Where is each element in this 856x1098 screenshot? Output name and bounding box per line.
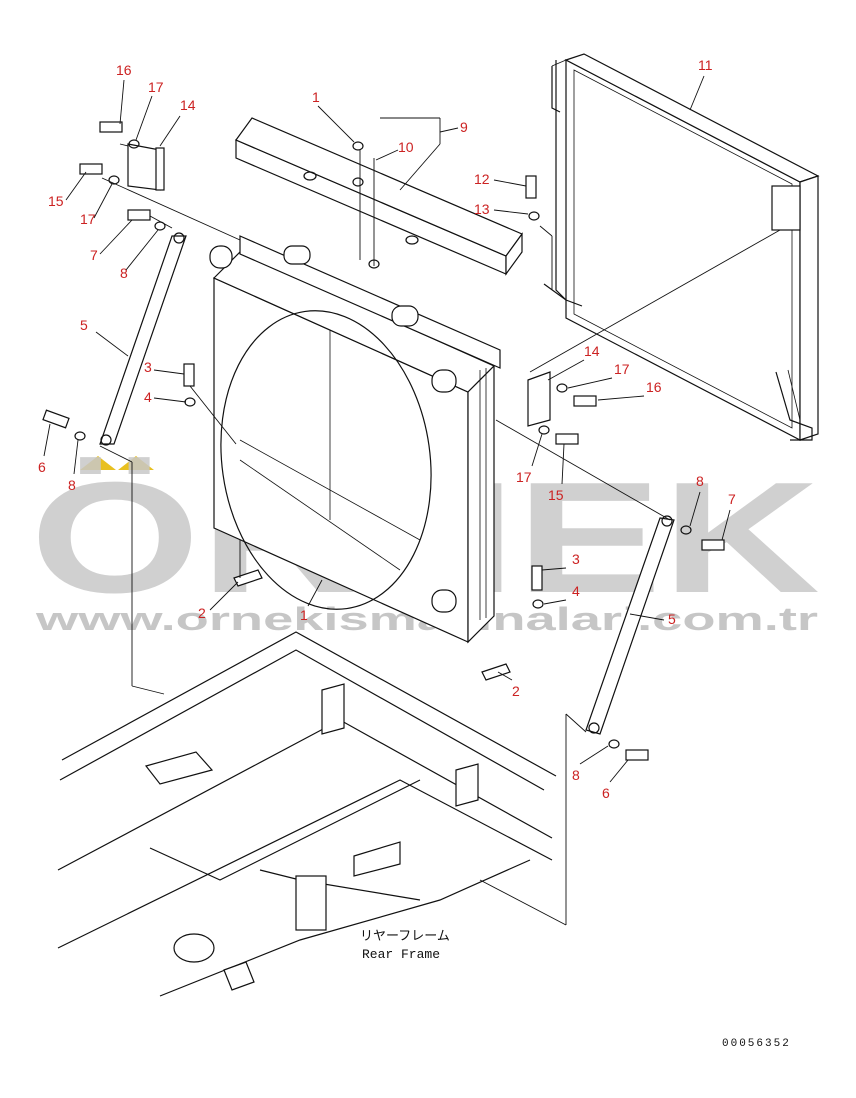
top-cover: [235, 117, 523, 276]
callout-17: 17: [80, 211, 96, 227]
callout-11: 11: [698, 57, 713, 73]
callout-7: 7: [728, 491, 736, 507]
assembly-lines: [99, 117, 781, 926]
watermark-accent-left: [80, 456, 116, 470]
callout-17: 17: [614, 361, 630, 377]
callout-6: 6: [38, 459, 46, 475]
rear-frame-label: リヤーフレーム Rear Frame: [360, 929, 450, 962]
callout-5: 5: [80, 317, 88, 333]
radiator-guard: [543, 53, 820, 441]
callout-10: 10: [398, 139, 414, 155]
callout-8: 8: [696, 473, 704, 489]
callouts: 16 17 14 15 17 7 8 5 3 4 6 8 1 9 10 11 1…: [38, 57, 736, 801]
callout-16: 16: [116, 62, 132, 78]
bracket-14-right: [527, 371, 551, 427]
rear-frame-label-en: Rear Frame: [362, 947, 440, 962]
rear-frame: [57, 631, 557, 997]
callout-1: 1: [312, 89, 320, 105]
callout-16: 16: [646, 379, 662, 395]
stay-left: [99, 232, 187, 446]
callout-8: 8: [68, 477, 76, 493]
callout-14: 14: [180, 97, 196, 113]
callout-9: 9: [460, 119, 468, 135]
callout-5: 5: [668, 611, 676, 627]
callout-13: 13: [474, 201, 490, 217]
radiator-assembly: [209, 235, 501, 644]
rear-frame-label-jp: リヤーフレーム: [360, 929, 450, 944]
drawing-number: 00056352: [722, 1038, 791, 1050]
callout-2: 2: [198, 605, 206, 621]
callout-3: 3: [572, 551, 580, 567]
callout-14: 14: [584, 343, 600, 359]
callout-4: 4: [572, 583, 580, 599]
callout-3: 3: [144, 359, 152, 375]
bolts: [42, 121, 725, 761]
callout-8: 8: [120, 265, 128, 281]
callout-1: 1: [300, 607, 308, 623]
callout-6: 6: [602, 785, 610, 801]
watermark-accent-right: [118, 456, 154, 470]
callout-17: 17: [516, 469, 532, 485]
callout-15: 15: [548, 487, 564, 503]
callout-12: 12: [474, 171, 490, 187]
callout-15: 15: [48, 193, 64, 209]
callout-8: 8: [572, 767, 580, 783]
callout-7: 7: [90, 247, 98, 263]
callout-4: 4: [144, 389, 152, 405]
washers: [74, 139, 692, 749]
callout-leaders: [43, 75, 731, 783]
bracket-14-left: [127, 143, 165, 191]
callout-2: 2: [512, 683, 520, 699]
callout-17: 17: [148, 79, 164, 95]
